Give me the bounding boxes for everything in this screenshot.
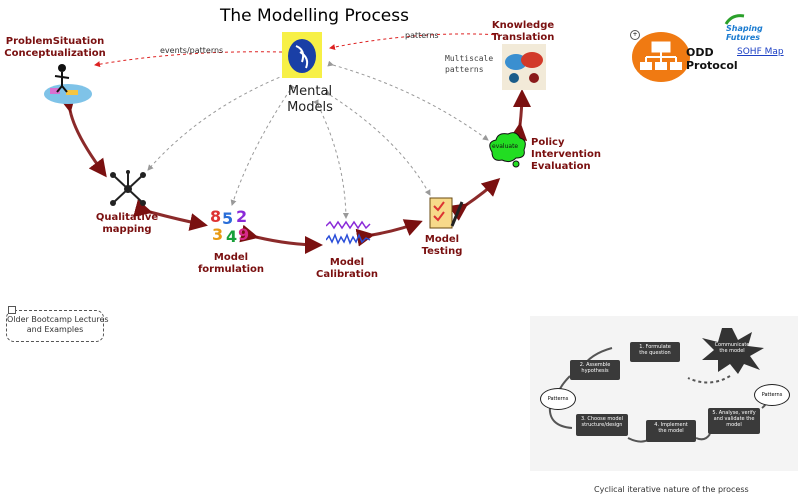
cycle-step-analyse: 5. Analyse, verify and validate the mode… [708,408,760,434]
arrow-calibration-testing [355,219,423,247]
svg-text:5: 5 [222,209,233,228]
node-label-mental: Mental Models [287,84,333,115]
hierarchy-icon [640,41,682,70]
odd-protocol-badge[interactable] [632,32,690,82]
evaluate-label: evaluate [492,143,519,150]
node-label-calibration: Model Calibration [316,257,378,280]
older-lectures-link[interactable]: Older Bootcamp Lectures and Examples [6,310,109,342]
mental-model-icon[interactable] [282,32,322,78]
arrow-mental-calibration [313,99,349,219]
arrow-mental-testing [324,89,431,196]
network-map-icon[interactable] [108,170,148,208]
cycle-step-formulate: 1. Formulate the question [630,342,680,362]
cycle-step-hypothesis: 2. Assemble hypothesis [570,360,620,380]
arrow-mental-formulation [230,84,296,206]
sohf-map-link[interactable]: SOHF Map [737,47,784,57]
node-label-testing: Model Testing [421,234,463,257]
shaping-futures-logo: Shaping Futures [726,24,763,42]
node-label-qualitative: Qualitative mapping [95,212,159,235]
svg-text:4: 4 [226,227,237,246]
odd-protocol-label: ODD Protocol [686,46,738,72]
arrow-problem-qualitative [58,93,107,178]
arrow-testing-policy [448,177,501,221]
arrow-mental-policy [327,60,489,141]
node-label-problem: ProblemSituation Conceptualization [4,36,106,59]
cycle-step-choose: 3. Choose model structure/design [576,414,628,436]
cycle-caption: Cyclical iterative nature of the process [594,485,749,494]
node-label-knowledge: Knowledge Translation [491,20,555,43]
svg-text:9: 9 [238,225,249,244]
arrow-formulation-calibration [239,224,323,254]
shaping-futures-swoosh-icon [724,14,745,25]
evaluate-cloud-icon[interactable] [486,130,528,168]
svg-text:2: 2 [236,207,247,226]
diagram-title: The Modelling Process [220,6,409,26]
edge-label-patterns: patterns [405,31,439,40]
svg-text:3: 3 [212,225,223,244]
arrow-qualitative-formulation [133,199,208,231]
arrow-knowledge-mental [329,33,501,50]
cycle-diagram[interactable]: 1. Formulate the question 2. Assemble hy… [530,316,798,471]
arrow-mental-problem [94,51,283,68]
problem-illustration-icon[interactable] [40,60,100,110]
svg-text:8: 8 [210,207,221,226]
edge-label-multiscale: Multiscale patterns [445,54,494,74]
cycle-step-communicate: Communicate the model [714,342,750,354]
arrow-mental-qualitative [147,70,291,171]
node-label-policy: Policy Intervention Evaluation [531,137,601,172]
checklist-testing-icon[interactable] [426,196,464,230]
knowledge-translation-icon[interactable] [502,44,546,90]
numbers-formulation-icon[interactable]: 8 5 2 3 4 9 [208,206,256,246]
expand-toggle-icon[interactable]: + [630,30,640,40]
arrow-policy-knowledge [509,89,531,141]
node-label-formulation: Model formulation [197,252,265,275]
cycle-step-implement: 4. Implement the model [646,420,696,442]
cycle-patterns-left: Patterns [540,388,576,410]
edge-label-events-patterns: events/patterns [160,46,224,55]
waveform-calibration-icon[interactable] [326,220,372,246]
cycle-patterns-right: Patterns [754,384,790,406]
attachment-icon[interactable] [8,306,16,314]
communicate-starburst-icon [702,328,764,374]
